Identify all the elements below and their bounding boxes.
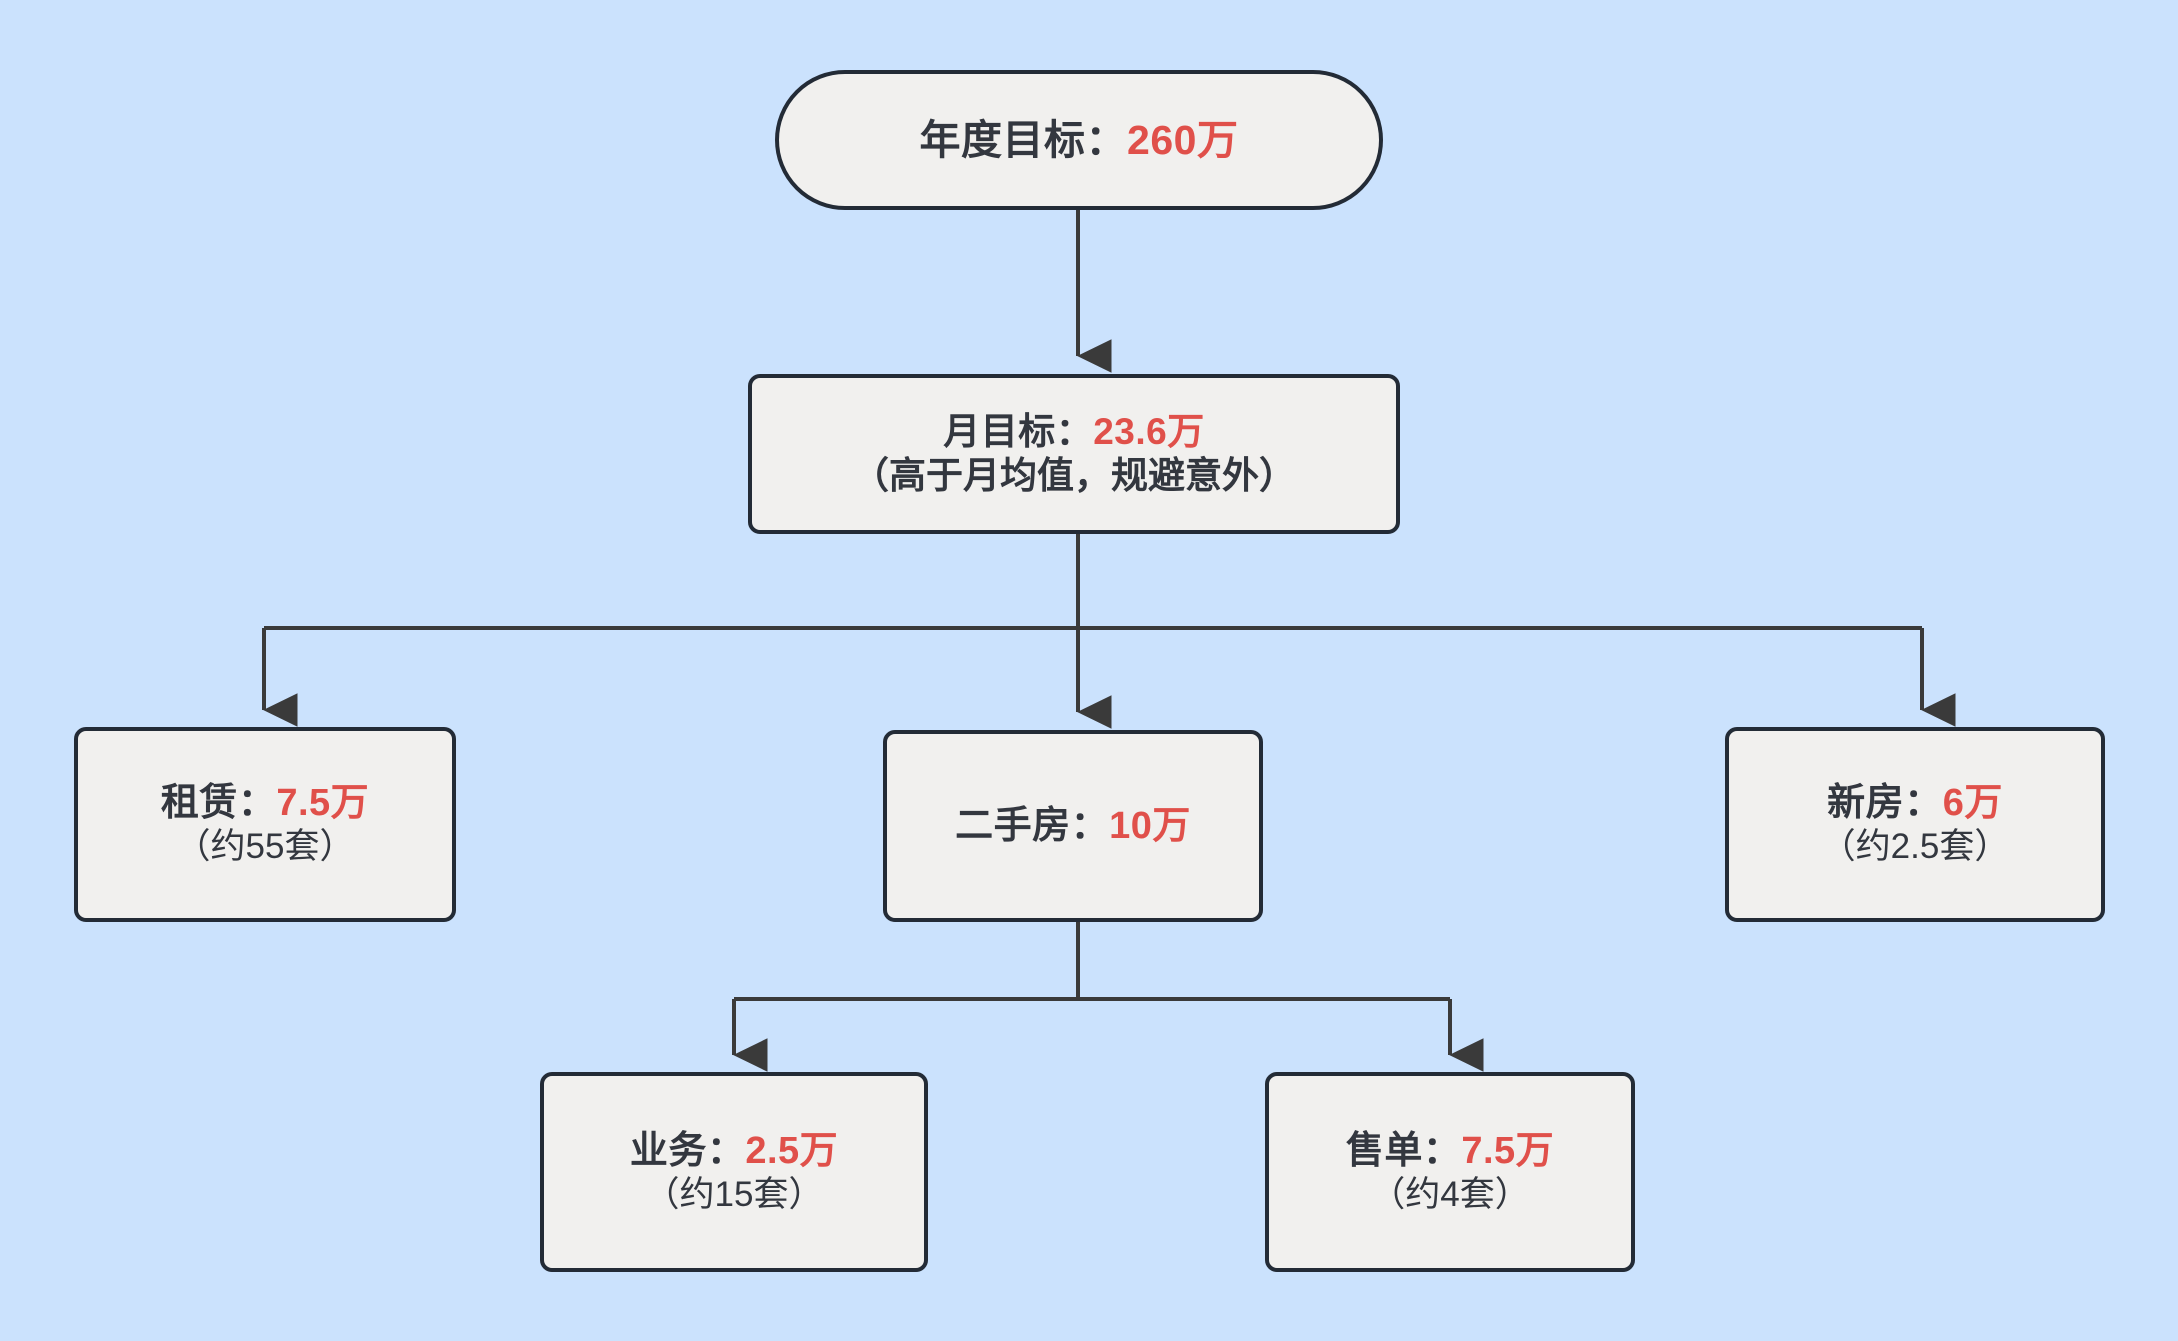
node-newhouse-value: 6万 [1942, 782, 2003, 825]
node-monthly-label: 月目标： [943, 411, 1094, 453]
node-business[interactable]: 业务：2.5万 （约15套） [540, 1072, 928, 1272]
node-rental-subtext: （约55套） [175, 827, 355, 867]
node-rental-title: 租赁：7.5万 [161, 781, 369, 826]
node-annual-label: 年度目标： [919, 116, 1128, 163]
node-newhouse-subtext: （约2.5套） [1820, 827, 2010, 867]
node-secondhand-label: 二手房： [955, 804, 1110, 847]
node-rental[interactable]: 租赁：7.5万 （约55套） [74, 727, 456, 922]
node-rental-value: 7.5万 [276, 782, 370, 825]
node-sales-value: 7.5万 [1461, 1129, 1555, 1172]
node-sales-label: 售单： [1345, 1129, 1462, 1172]
node-secondhand-value: 10万 [1109, 804, 1191, 847]
node-monthly-value: 23.6万 [1093, 411, 1205, 453]
node-annual-title: 年度目标：260万 [920, 116, 1239, 164]
node-monthly-subtext: （高于月均值，规避意外） [852, 455, 1296, 496]
node-business-subtext: （约15套） [644, 1174, 824, 1214]
node-annual-value: 260万 [1127, 116, 1239, 163]
node-business-value: 2.5万 [745, 1129, 839, 1172]
node-monthly-title: 月目标：23.6万 [943, 410, 1205, 454]
node-business-label: 业务： [629, 1129, 746, 1172]
node-rental-label: 租赁： [160, 782, 277, 825]
node-newhouse-title: 新房：6万 [1827, 781, 2003, 826]
node-sales-title: 售单：7.5万 [1346, 1129, 1554, 1174]
node-secondhand[interactable]: 二手房：10万 [883, 730, 1263, 922]
node-secondhand-title: 二手房：10万 [955, 804, 1191, 849]
node-sales[interactable]: 售单：7.5万 （约4套） [1265, 1072, 1635, 1272]
node-business-title: 业务：2.5万 [630, 1129, 838, 1174]
node-sales-subtext: （约4套） [1370, 1174, 1530, 1214]
node-newhouse-label: 新房： [1827, 782, 1943, 825]
node-annual-target[interactable]: 年度目标：260万 [775, 70, 1383, 210]
node-monthly-target[interactable]: 月目标：23.6万 （高于月均值，规避意外） [748, 374, 1400, 534]
node-newhouse[interactable]: 新房：6万 （约2.5套） [1725, 727, 2105, 922]
